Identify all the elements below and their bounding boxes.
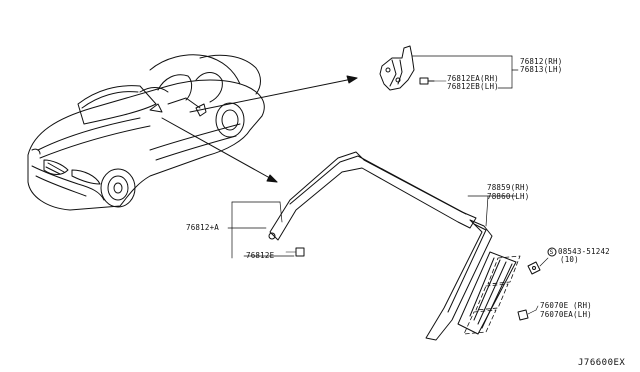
- label-76070ea-lh: 76070EA(LH): [540, 310, 592, 319]
- label-78860-lh: 78860(LH): [487, 192, 530, 201]
- label-bolt-08543: 08543-51242: [558, 247, 610, 256]
- car-illustration: [27, 54, 265, 211]
- label-76070e-rh: 76070E (RH): [540, 301, 592, 310]
- label-bolt-s: S: [549, 248, 554, 256]
- clip-76070e: [517, 305, 539, 321]
- trim-panels-dashed: [463, 255, 521, 335]
- moulding-label-leaders: [227, 201, 295, 259]
- arrow-to-upper-part: [189, 75, 358, 113]
- diagram-code: J76600EX: [578, 358, 626, 368]
- label-76813-lh: 76813(LH): [520, 65, 563, 74]
- arrow-to-frame-moulding: [161, 117, 278, 183]
- label-76812ea-rh: 76812EA(RH): [447, 74, 499, 83]
- bolt-08543: [527, 247, 557, 275]
- channel-label-leaders: [467, 195, 517, 227]
- upper-bracket-part: [379, 45, 447, 91]
- label-78859-rh: 78859(RH): [487, 183, 530, 192]
- weatherstrip-channel: [425, 219, 517, 341]
- frame-moulding: [268, 151, 477, 257]
- label-76812-a: 76812+A: [186, 223, 220, 232]
- label-bolt-qty: (10): [560, 255, 579, 264]
- upper-label-leaders: [411, 55, 519, 89]
- label-76812-rh: 76812(RH): [520, 57, 563, 66]
- label-76812e: 76812E: [246, 251, 275, 260]
- label-76812eb-lh: 76812EB(LH): [447, 82, 499, 91]
